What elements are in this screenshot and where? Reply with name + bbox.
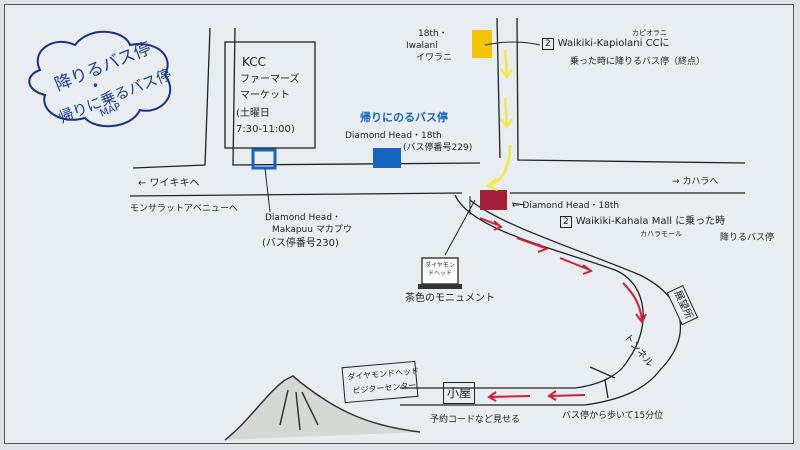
red-route-arrows (479, 217, 647, 402)
kcc-hours: 7:30-11:00) (236, 124, 295, 135)
iwalani-line3: イワラニ (416, 53, 453, 63)
return-stop-number: (バス停番号229) (403, 143, 473, 153)
hut-note: 予約コードなど見せる (430, 415, 521, 425)
makapuu-stop-marker (251, 148, 277, 170)
title-cloud (28, 30, 172, 128)
monument-base (418, 284, 462, 289)
return-stop-heading: 帰りにのるバス停 (360, 111, 448, 124)
return-stop-name: Diamond Head・18th (345, 131, 442, 141)
iwalani-line1: 18th・ (418, 29, 448, 39)
kcc-name: KCC (242, 55, 266, 69)
kcc-line1: ファーマーズ (240, 74, 300, 85)
title-dot: • (92, 79, 100, 93)
dh18-stop-marker (480, 190, 507, 210)
waikiki-direction: ← ワイキキへ (138, 178, 200, 189)
route-2-badge: 2 (542, 38, 554, 50)
makapuu-number: (バス停番号230) (262, 238, 339, 249)
dh18-line2: 降りるバス停 (720, 233, 775, 243)
monument-label: 茶色のモニュメント (405, 293, 495, 304)
iwalani-stop-marker (472, 30, 492, 58)
iwalani-line2: Iwalani (406, 41, 438, 51)
dh18-name: ← Diamond Head・18th (512, 201, 620, 211)
dh18-reading: カハラモール (640, 230, 682, 238)
monument-sign-text: ダイヤモンドヘッド (425, 262, 455, 277)
yellow-route-arrows (485, 49, 514, 192)
kapiolani-line2: 乗った時に降りるバス停（終点） (570, 57, 706, 67)
walk-note: バス停から歩いて15分位 (562, 411, 664, 421)
makapuu-line1: Diamond Head・ (265, 213, 342, 223)
hut-label: 小屋 (443, 382, 476, 404)
map-canvas (4, 4, 794, 444)
kapiolani-reading: カピオラニ (632, 29, 667, 37)
kcc-line2: マーケット (240, 90, 290, 101)
kcc-day: (土曜日 (236, 108, 270, 119)
monsarrat-direction: モンサラットアベニューへ (130, 204, 238, 214)
monument-sign (421, 257, 459, 285)
mountain-drawing (224, 375, 421, 441)
visitor-center-box: ダイヤモンドヘッド ビジターセンター (341, 360, 419, 404)
return-stop-marker (373, 148, 401, 168)
kcc-box (224, 41, 316, 149)
route-2-badge: 2 (560, 216, 572, 228)
kahala-direction: → カハラへ (672, 177, 719, 187)
makapuu-line2: Makapuu マカプウ (272, 225, 352, 235)
